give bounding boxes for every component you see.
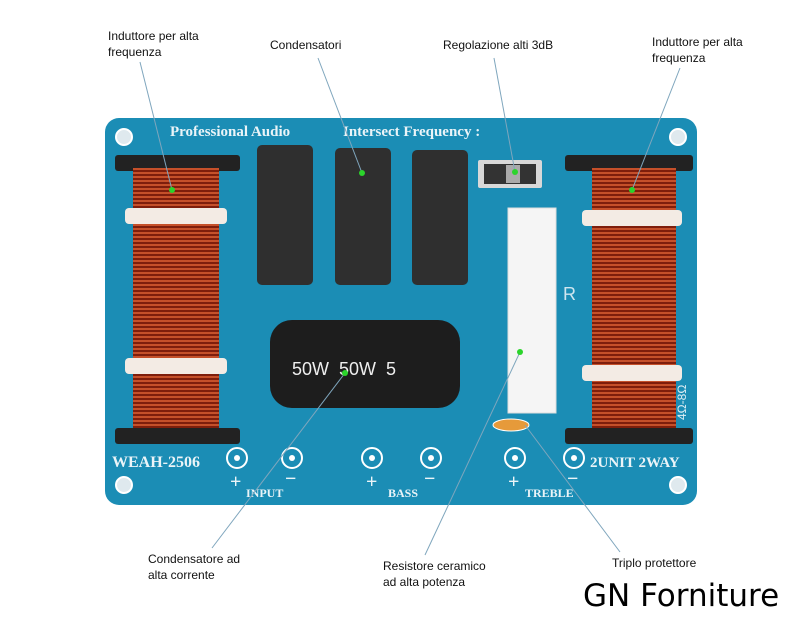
resistor-mark: R (563, 284, 576, 304)
callout-dots (169, 169, 635, 376)
triple-protector (492, 418, 530, 432)
electrolytic-capacitor: 50W 50W 5 (270, 320, 460, 408)
left-inductor (115, 155, 240, 444)
ceramic-resistor (507, 207, 557, 414)
input-label: INPUT (246, 486, 283, 500)
bass-plus: + (366, 471, 377, 493)
label-treble-adjust: Regolazione alti 3dB (443, 38, 554, 52)
label-capacitors: Condensatori (270, 38, 342, 52)
model-label: WEAH-2506 (112, 454, 200, 471)
label-inductor-left: Induttore per alta frequenza (108, 29, 199, 59)
label-inductor-right: Induttore per alta frequenza (652, 35, 743, 65)
input-plus: + (230, 471, 241, 493)
right-inductor (565, 155, 693, 444)
treble-plus: + (508, 471, 519, 493)
input-minus: − (285, 468, 296, 490)
label-ceramic-resistor: Resistore ceramico ad alta potenza (383, 559, 486, 589)
config-label: 2UNIT 2WAY (590, 455, 680, 471)
terminals (226, 447, 585, 469)
treble-minus: − (567, 468, 578, 490)
film-capacitors (257, 145, 468, 285)
treble-switch (478, 160, 542, 188)
mounting-holes (115, 128, 687, 494)
label-triple-protector: Triplo protettore (612, 556, 697, 570)
treble-label: TREBLE (525, 486, 574, 500)
bass-label: BASS (388, 486, 418, 500)
capacitor-marking: 50W 50W 5 (292, 359, 396, 379)
brand-watermark: GN Forniture (583, 578, 780, 614)
impedance-label: 4Ω-8Ω (675, 385, 689, 420)
bass-minus: − (424, 468, 435, 490)
board-title-right: Intersect Frequency : (343, 124, 480, 140)
board-title-left: Professional Audio (170, 124, 290, 140)
leader-lines (139, 57, 681, 556)
label-high-current-capacitor: Condensatore ad alta corrente (148, 552, 241, 582)
